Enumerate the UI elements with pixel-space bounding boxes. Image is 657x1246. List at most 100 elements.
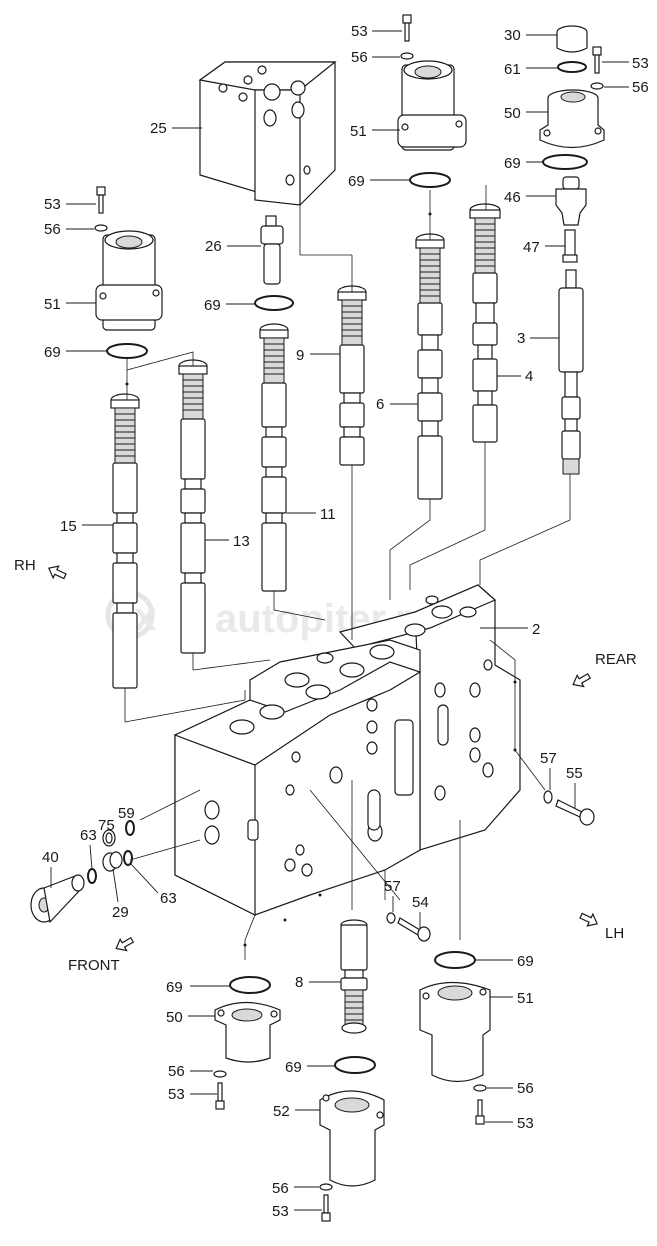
part-53-bolt-tr[interactable]: 53 [592,46,649,74]
label-50-bl: 50 [166,1009,183,1026]
part-56-washer-tr[interactable]: 56 [590,79,649,96]
label-56-br: 56 [517,1080,534,1097]
part-55-bolt[interactable]: 55 [555,765,595,826]
part-56-washer-left[interactable]: 56 [44,221,108,238]
part-51-cover-top[interactable]: 51 [350,60,467,151]
label-30: 30 [504,27,521,44]
part-56-washer-bm[interactable]: 56 [272,1180,333,1197]
part-8-spool[interactable]: 8 [295,919,368,1034]
label-69-left: 69 [44,344,61,361]
label-54: 54 [412,894,429,911]
label-9: 9 [296,347,304,364]
label-69-top: 69 [348,173,365,190]
label-2: 2 [532,621,540,638]
direction-rear-label: REAR [595,651,637,668]
label-53-bm: 53 [272,1203,289,1220]
arrow-lh-icon [579,912,599,927]
part-13-spool[interactable]: 13 [178,359,250,654]
part-57-washer-right[interactable]: 57 [540,750,557,804]
direction-rh: RH [14,557,67,580]
part-47-pin[interactable]: 47 [523,229,578,263]
part-69-oring-left[interactable]: 69 [44,343,148,361]
valve-body[interactable]: 2 [173,584,540,916]
arrow-rear-icon [572,672,592,688]
label-51-br: 51 [517,990,534,1007]
label-51-top: 51 [350,123,367,140]
part-61-oring[interactable]: 61 [504,61,587,78]
part-3-spool[interactable]: 3 [517,269,584,475]
label-63-b: 63 [160,890,177,907]
label-59: 59 [118,805,135,822]
part-9-spool[interactable]: 9 [296,285,367,466]
label-57-bottom: 57 [384,878,401,895]
label-15: 15 [60,518,77,535]
part-11-spool[interactable]: 11 [259,323,336,592]
part-69-oring-bm[interactable]: 69 [285,1056,376,1076]
label-47: 47 [523,239,540,256]
part-53-bolt-bm[interactable]: 53 [272,1194,331,1222]
part-46-plug[interactable]: 46 [504,176,587,226]
part-51-cover-br[interactable]: 51 [419,981,534,1083]
part-56-washer-br[interactable]: 56 [473,1080,534,1097]
part-40-plug[interactable]: 40 [30,849,85,924]
label-13: 13 [233,533,250,550]
part-54-bolt[interactable]: 54 [397,894,431,942]
label-6: 6 [376,396,384,413]
part-53-bolt-top[interactable]: 53 [351,14,412,42]
label-61: 61 [504,61,521,78]
part-53-bolt-left[interactable]: 53 [44,186,106,214]
direction-front-label: FRONT [68,957,120,974]
label-53-br: 53 [517,1115,534,1132]
part-4-spool[interactable]: 4 [469,203,533,443]
part-15-spool[interactable]: 15 [60,393,140,689]
assembly-lines [124,185,571,960]
label-11: 11 [320,506,336,523]
direction-lh: LH [579,912,624,942]
part-75-ring[interactable]: 75 [98,817,116,847]
part-26-plug[interactable]: 26 [205,215,284,285]
part-53-bolt-br[interactable]: 53 [475,1099,534,1132]
label-57-right: 57 [540,750,557,767]
label-69-br: 69 [517,953,534,970]
part-30-cap[interactable]: 30 [504,25,588,53]
part-69-oring-bl[interactable]: 69 [166,976,271,996]
part-6-spool[interactable]: 6 [376,233,445,500]
label-53-tr: 53 [632,55,649,72]
label-51-left: 51 [44,296,61,313]
label-63-a: 63 [80,827,97,844]
label-69-bm: 69 [285,1059,302,1076]
part-69-oring-br[interactable]: 69 [434,951,534,970]
part-69-oring-tr[interactable]: 69 [504,154,588,172]
label-56-left: 56 [44,221,61,238]
part-29-plug[interactable]: 29 [102,851,129,921]
direction-rear: REAR [572,651,637,688]
direction-rh-label: RH [14,557,36,574]
part-51-cover-left[interactable]: 51 [44,230,163,331]
label-29: 29 [112,904,129,921]
part-25-solenoid-block[interactable]: 25 [150,61,337,206]
label-55: 55 [566,765,583,782]
part-57-washer-bottom[interactable]: 57 [384,878,401,924]
part-50-cover-tr[interactable]: 50 [504,89,605,149]
valve-body-ports [204,595,494,877]
part-59-oring[interactable]: 59 [118,805,135,836]
label-8: 8 [295,974,303,991]
direction-lh-label: LH [605,925,624,942]
part-50-cover-bl[interactable]: 50 [166,1001,281,1063]
part-63-oring-a[interactable]: 63 [80,827,97,884]
part-69-oring-top[interactable]: 69 [348,172,451,190]
label-25: 25 [150,120,167,137]
part-56-washer-top[interactable]: 56 [351,49,414,66]
part-63-oring-b[interactable]: 63 [123,850,177,907]
part-56-washer-bl[interactable]: 56 [168,1063,227,1080]
label-26: 26 [205,238,222,255]
label-56-bm: 56 [272,1180,289,1197]
part-69-oring-mid[interactable]: 69 [204,295,294,314]
label-53-top: 53 [351,23,368,40]
part-52-cover[interactable]: 52 [273,1090,385,1187]
label-46: 46 [504,189,521,206]
label-75: 75 [98,817,115,834]
label-56-bl: 56 [168,1063,185,1080]
part-53-bolt-bl[interactable]: 53 [168,1082,225,1110]
